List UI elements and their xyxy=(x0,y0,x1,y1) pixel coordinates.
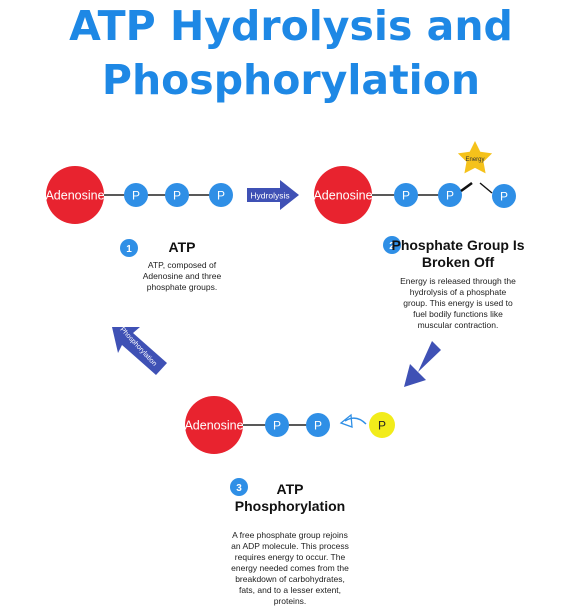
step-2-heading: Phosphate Group Is xyxy=(391,237,525,253)
step-3-heading-line-2: Phosphorylation xyxy=(234,498,346,514)
step-2-body-line: Energy is released through the xyxy=(400,276,516,286)
step-2-body-line: group. This energy is used to xyxy=(403,298,513,308)
page-title-line-2: Phosphorylation xyxy=(101,56,481,104)
step-1-body: ATP, composed of Adenosine and three pho… xyxy=(122,260,242,293)
energy-star-icon xyxy=(457,141,493,174)
step-2-body-line: muscular contraction. xyxy=(417,320,499,330)
step-2-body: Energy is released through the hydrolysi… xyxy=(378,276,538,331)
step-1-number: 1 xyxy=(126,244,132,255)
hydrolysis-adenosine-label: Adenosine xyxy=(313,189,372,203)
phosphorylation-molecule: Adenosine P P P xyxy=(184,396,395,454)
atp-phosphate-3-label: P xyxy=(217,189,225,203)
hydrolysis-adenosine-circle xyxy=(314,166,372,224)
phosphorylation-arrow-shape xyxy=(112,327,167,375)
step-3-body-line: energy needed comes from the xyxy=(231,563,349,573)
step2-to-step3-arrow xyxy=(404,341,441,387)
step-2-text: Phosphate Group Is Broken Off Energy is … xyxy=(378,237,538,331)
step-3-body: A free phosphate group rejoins an ADP mo… xyxy=(210,530,370,607)
step-1-heading: ATP xyxy=(168,239,196,255)
step-2-heading-line-2: Broken Off xyxy=(421,254,495,270)
hydrolysis-phosphate-1 xyxy=(394,183,418,207)
step-2-body-line: hydrolysis of a phosphate xyxy=(409,287,507,297)
step-1-badge xyxy=(120,239,138,257)
hydrolysis-arrow-label: Hydrolysis xyxy=(250,191,289,201)
broken-bond-right xyxy=(479,182,493,194)
hydrolysis-arrow-shape xyxy=(247,180,299,210)
hydrolysis-arrow: Hydrolysis xyxy=(247,180,299,210)
step-3-heading: ATP xyxy=(276,481,304,497)
free-phosphate-label: P xyxy=(378,419,386,433)
step-2-number: 2 xyxy=(389,241,395,252)
hydrolysis-molecule: Adenosine P P P Energy xyxy=(313,141,516,224)
hydrolysis-phosphate-1-label: P xyxy=(402,189,410,203)
step-3-body-line: fats, and to a lesser extent, xyxy=(238,585,342,595)
page-title-line-1: ATP Hydrolysis and xyxy=(69,2,513,50)
atp-phosphate-2 xyxy=(165,183,189,207)
free-phosphate xyxy=(369,412,395,438)
released-phosphate xyxy=(492,184,516,208)
rejoin-arrow-head-icon xyxy=(339,413,353,428)
phosphorylation-phosphate-1-label: P xyxy=(273,419,281,433)
step-2-body-line: fuel bodily functions like xyxy=(413,309,503,319)
step-3-body-line: an ADP molecule. This process xyxy=(231,541,349,551)
atp-phosphate-1-label: P xyxy=(132,189,140,203)
step-1-body-line: ATP, composed of xyxy=(147,260,217,270)
step-3-body-line: proteins. xyxy=(273,596,307,606)
atp-molecule: Adenosine P P P xyxy=(45,166,233,224)
phosphorylation-adenosine-label: Adenosine xyxy=(184,419,243,433)
phosphorylation-adenosine-circle xyxy=(185,396,243,454)
step-1-text: ATP ATP, composed of Adenosine and three… xyxy=(122,239,242,293)
released-phosphate-label: P xyxy=(500,190,508,204)
phosphorylation-phosphate-2 xyxy=(306,413,330,437)
atp-phosphate-2-label: P xyxy=(173,189,181,203)
broken-bond-left xyxy=(460,181,473,193)
phosphorylation-phosphate-1 xyxy=(265,413,289,437)
step-3-badge xyxy=(230,478,248,496)
step-2-badge xyxy=(383,236,401,254)
phosphorylation-phosphate-2-label: P xyxy=(314,419,322,433)
step-3-body-line: requires energy to occur. The xyxy=(234,552,346,562)
hydrolysis-phosphate-2 xyxy=(438,183,462,207)
atp-adenosine-label: Adenosine xyxy=(45,189,104,203)
hydrolysis-phosphate-2-label: P xyxy=(446,189,454,203)
atp-adenosine-circle xyxy=(46,166,104,224)
atp-phosphate-3 xyxy=(209,183,233,207)
step-3-text: ATP Phosphorylation A free phosphate gro… xyxy=(210,481,370,607)
energy-star-label: Energy xyxy=(465,157,484,163)
step-3-body-line: A free phosphate group rejoins xyxy=(232,530,348,540)
step-3-body-line: breakdown of carbohydrates, xyxy=(235,574,345,584)
atp-phosphate-1 xyxy=(124,183,148,207)
rejoin-arrow-curve xyxy=(344,417,367,425)
step-1-body-line: phosphate groups. xyxy=(146,282,218,292)
step-1-body-line: Adenosine and three xyxy=(142,271,222,281)
step-3-number: 3 xyxy=(236,483,242,494)
phosphorylation-arrow: Phosphorylation xyxy=(112,326,167,375)
